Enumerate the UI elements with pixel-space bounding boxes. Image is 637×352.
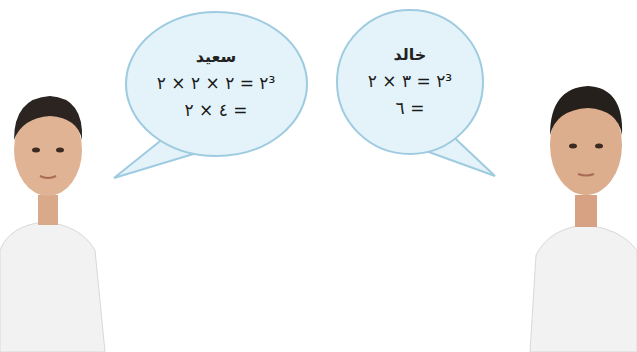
boy-figure [530, 86, 637, 352]
speaker-name: سعيد [196, 44, 237, 70]
equation-line: ٢³ = ٣ × ٢ [368, 68, 452, 95]
speaker-name: خالد [394, 42, 427, 68]
bubble-text-group: سعيد٢³ = ٢ × ٢ × ٢= ٤ × ٢ [124, 10, 309, 158]
speech-bubble: خالد٢³ = ٣ × ٢= ٦ [335, 8, 485, 156]
equation-line: = ٦ [396, 95, 425, 122]
equation-line: ٢³ = ٢ × ٢ × ٢ [157, 70, 276, 97]
boy-figure [0, 96, 105, 352]
bubble-text-group: خالد٢³ = ٣ × ٢= ٦ [335, 8, 485, 156]
equation-line: = ٤ × ٢ [185, 97, 248, 124]
bubble-body [126, 12, 307, 156]
bubble-seam [425, 131, 451, 148]
bubble-body [337, 10, 483, 154]
bubble-seam [166, 133, 198, 150]
speech-bubble: سعيد٢³ = ٢ × ٢ × ٢= ٤ × ٢ [124, 10, 309, 158]
